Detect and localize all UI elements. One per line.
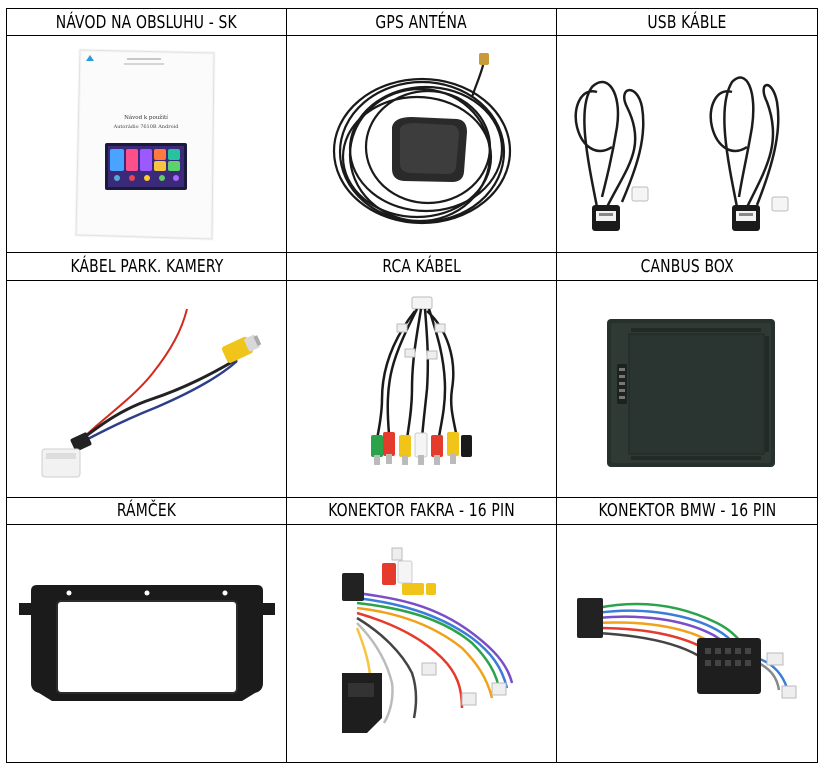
manual-document-icon: Návod k použití Autorádio 7610B Android [73, 48, 216, 241]
item-title-gps-antenna: GPS ANTÉNA [286, 7, 557, 37]
item-title-fakra-connector: KONEKTOR FAKRA - 16 PIN [286, 496, 557, 525]
item-image-parking-camera-cable [6, 279, 287, 498]
item-image-bmw-connector [556, 523, 818, 764]
manual-subtitle-text: Autorádio 7610B Android [112, 123, 179, 130]
manual-title-text: Návod k použití [124, 114, 168, 121]
parking-camera-cable-icon [41, 308, 261, 477]
frame-bezel-icon [18, 585, 275, 702]
item-image-frame [6, 523, 287, 764]
gps-antenna-icon [332, 52, 511, 224]
item-title-canbus-box: CANBUS BOX [556, 252, 818, 281]
canbus-box-icon [607, 318, 775, 467]
item-image-usb-cables [556, 35, 818, 254]
item-image-rca-cable [286, 279, 557, 498]
usb-cables-icon [574, 76, 789, 231]
rca-cable-icon [370, 296, 472, 465]
item-image-manual: Návod k použití Autorádio 7610B Android [6, 35, 287, 254]
item-title-rca-cable: RCA KÁBEL [286, 252, 557, 281]
item-title-bmw-connector: KONEKTOR BMW - 16 PIN [556, 496, 818, 525]
fakra-connector-icon [341, 547, 513, 734]
item-image-fakra-connector [286, 523, 557, 764]
item-title-usb-cables: USB KÁBLE [556, 7, 818, 37]
item-title-frame: RÁMČEK [6, 496, 287, 525]
item-image-gps-antenna [286, 35, 557, 254]
item-title-parking-camera-cable: KÁBEL PARK. KAMERY [6, 252, 287, 281]
item-title-manual: NÁVOD NA OBSLUHU - SK [6, 7, 287, 37]
item-image-canbus-box [556, 279, 818, 498]
bmw-connector-icon [577, 598, 797, 699]
accessories-table: NÁVOD NA OBSLUHU - SK GPS ANTÉNA USB KÁB… [6, 7, 818, 764]
